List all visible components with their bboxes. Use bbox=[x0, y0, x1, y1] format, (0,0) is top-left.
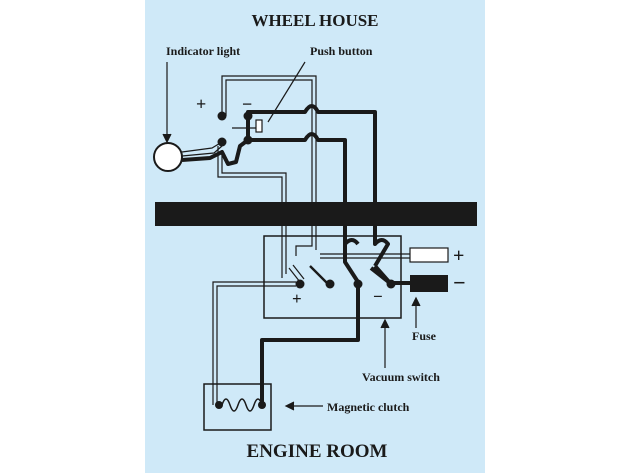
wheelhouse-minus: − bbox=[242, 94, 252, 114]
push-button-icon bbox=[255, 119, 263, 133]
clutch-terminal-right bbox=[258, 401, 266, 409]
vacuum-switch-box bbox=[263, 235, 402, 319]
label-fuse: Fuse bbox=[412, 329, 437, 343]
label-indicator-light: Indicator light bbox=[166, 44, 240, 58]
supply-minus: − bbox=[453, 270, 466, 295]
switch-plus: + bbox=[292, 289, 302, 308]
arrow-vacuum-icon bbox=[380, 318, 390, 329]
magnetic-clutch-box bbox=[203, 383, 272, 431]
thin-wires bbox=[181, 75, 410, 405]
wheelhouse-plus: + bbox=[196, 94, 206, 114]
fuse-negative bbox=[410, 275, 448, 292]
title-wheel-house: WHEEL HOUSE bbox=[251, 11, 378, 30]
leader-lines bbox=[162, 61, 421, 411]
wheelhouse-terminals bbox=[217, 111, 253, 147]
supply-plus: + bbox=[453, 245, 464, 267]
coil-icon bbox=[221, 398, 263, 412]
fuse-positive bbox=[409, 247, 449, 263]
indicator-light-icon bbox=[153, 142, 183, 172]
arrow-clutch-icon bbox=[284, 401, 295, 411]
label-magnetic-clutch: Magnetic clutch bbox=[327, 400, 410, 414]
label-vacuum-switch: Vacuum switch bbox=[362, 370, 440, 384]
arrow-indicator-icon bbox=[162, 133, 172, 144]
label-push-button: Push button bbox=[310, 44, 373, 58]
switch-terminals bbox=[295, 279, 396, 289]
arrow-fuse-icon bbox=[411, 296, 421, 307]
title-engine-room: ENGINE ROOM bbox=[247, 441, 388, 462]
thick-wires bbox=[181, 104, 410, 405]
switch-blades bbox=[288, 264, 392, 285]
switch-minus: − bbox=[373, 287, 383, 306]
clutch-terminal-left bbox=[215, 401, 223, 409]
